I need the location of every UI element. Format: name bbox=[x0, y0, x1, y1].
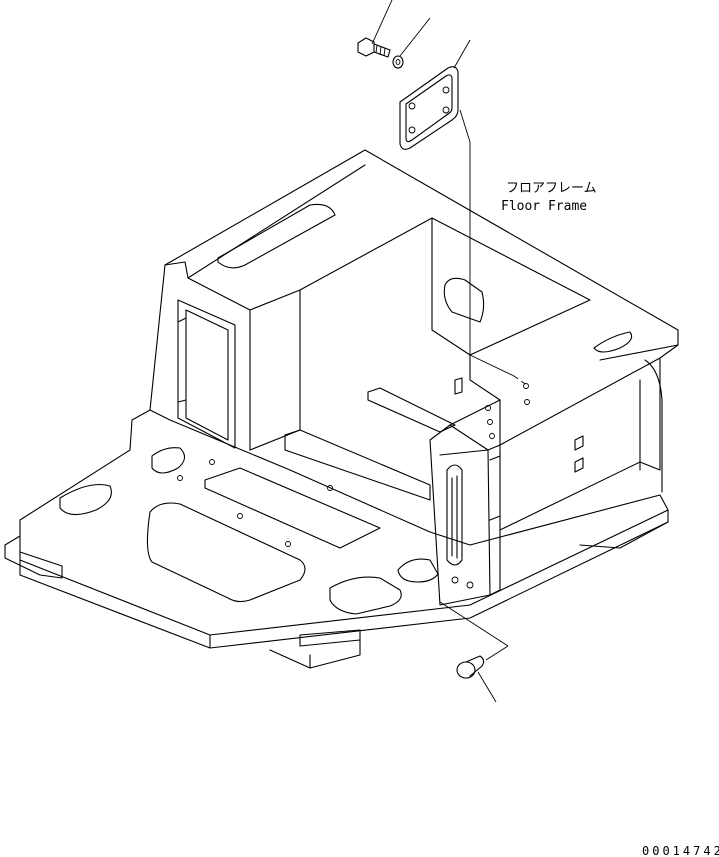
drawing-number: 00014742 bbox=[642, 844, 719, 857]
plug-part[interactable] bbox=[456, 655, 497, 703]
floor-frame bbox=[4, 149, 679, 669]
cover-plate-part[interactable] bbox=[399, 39, 471, 150]
assembly-leader-lines bbox=[439, 109, 529, 661]
floor-frame-label-jp: フロアフレーム bbox=[506, 181, 597, 196]
bolt-part[interactable] bbox=[357, 0, 393, 58]
floor-frame-label-en: Floor Frame bbox=[501, 199, 587, 214]
washer-part[interactable] bbox=[392, 17, 431, 69]
